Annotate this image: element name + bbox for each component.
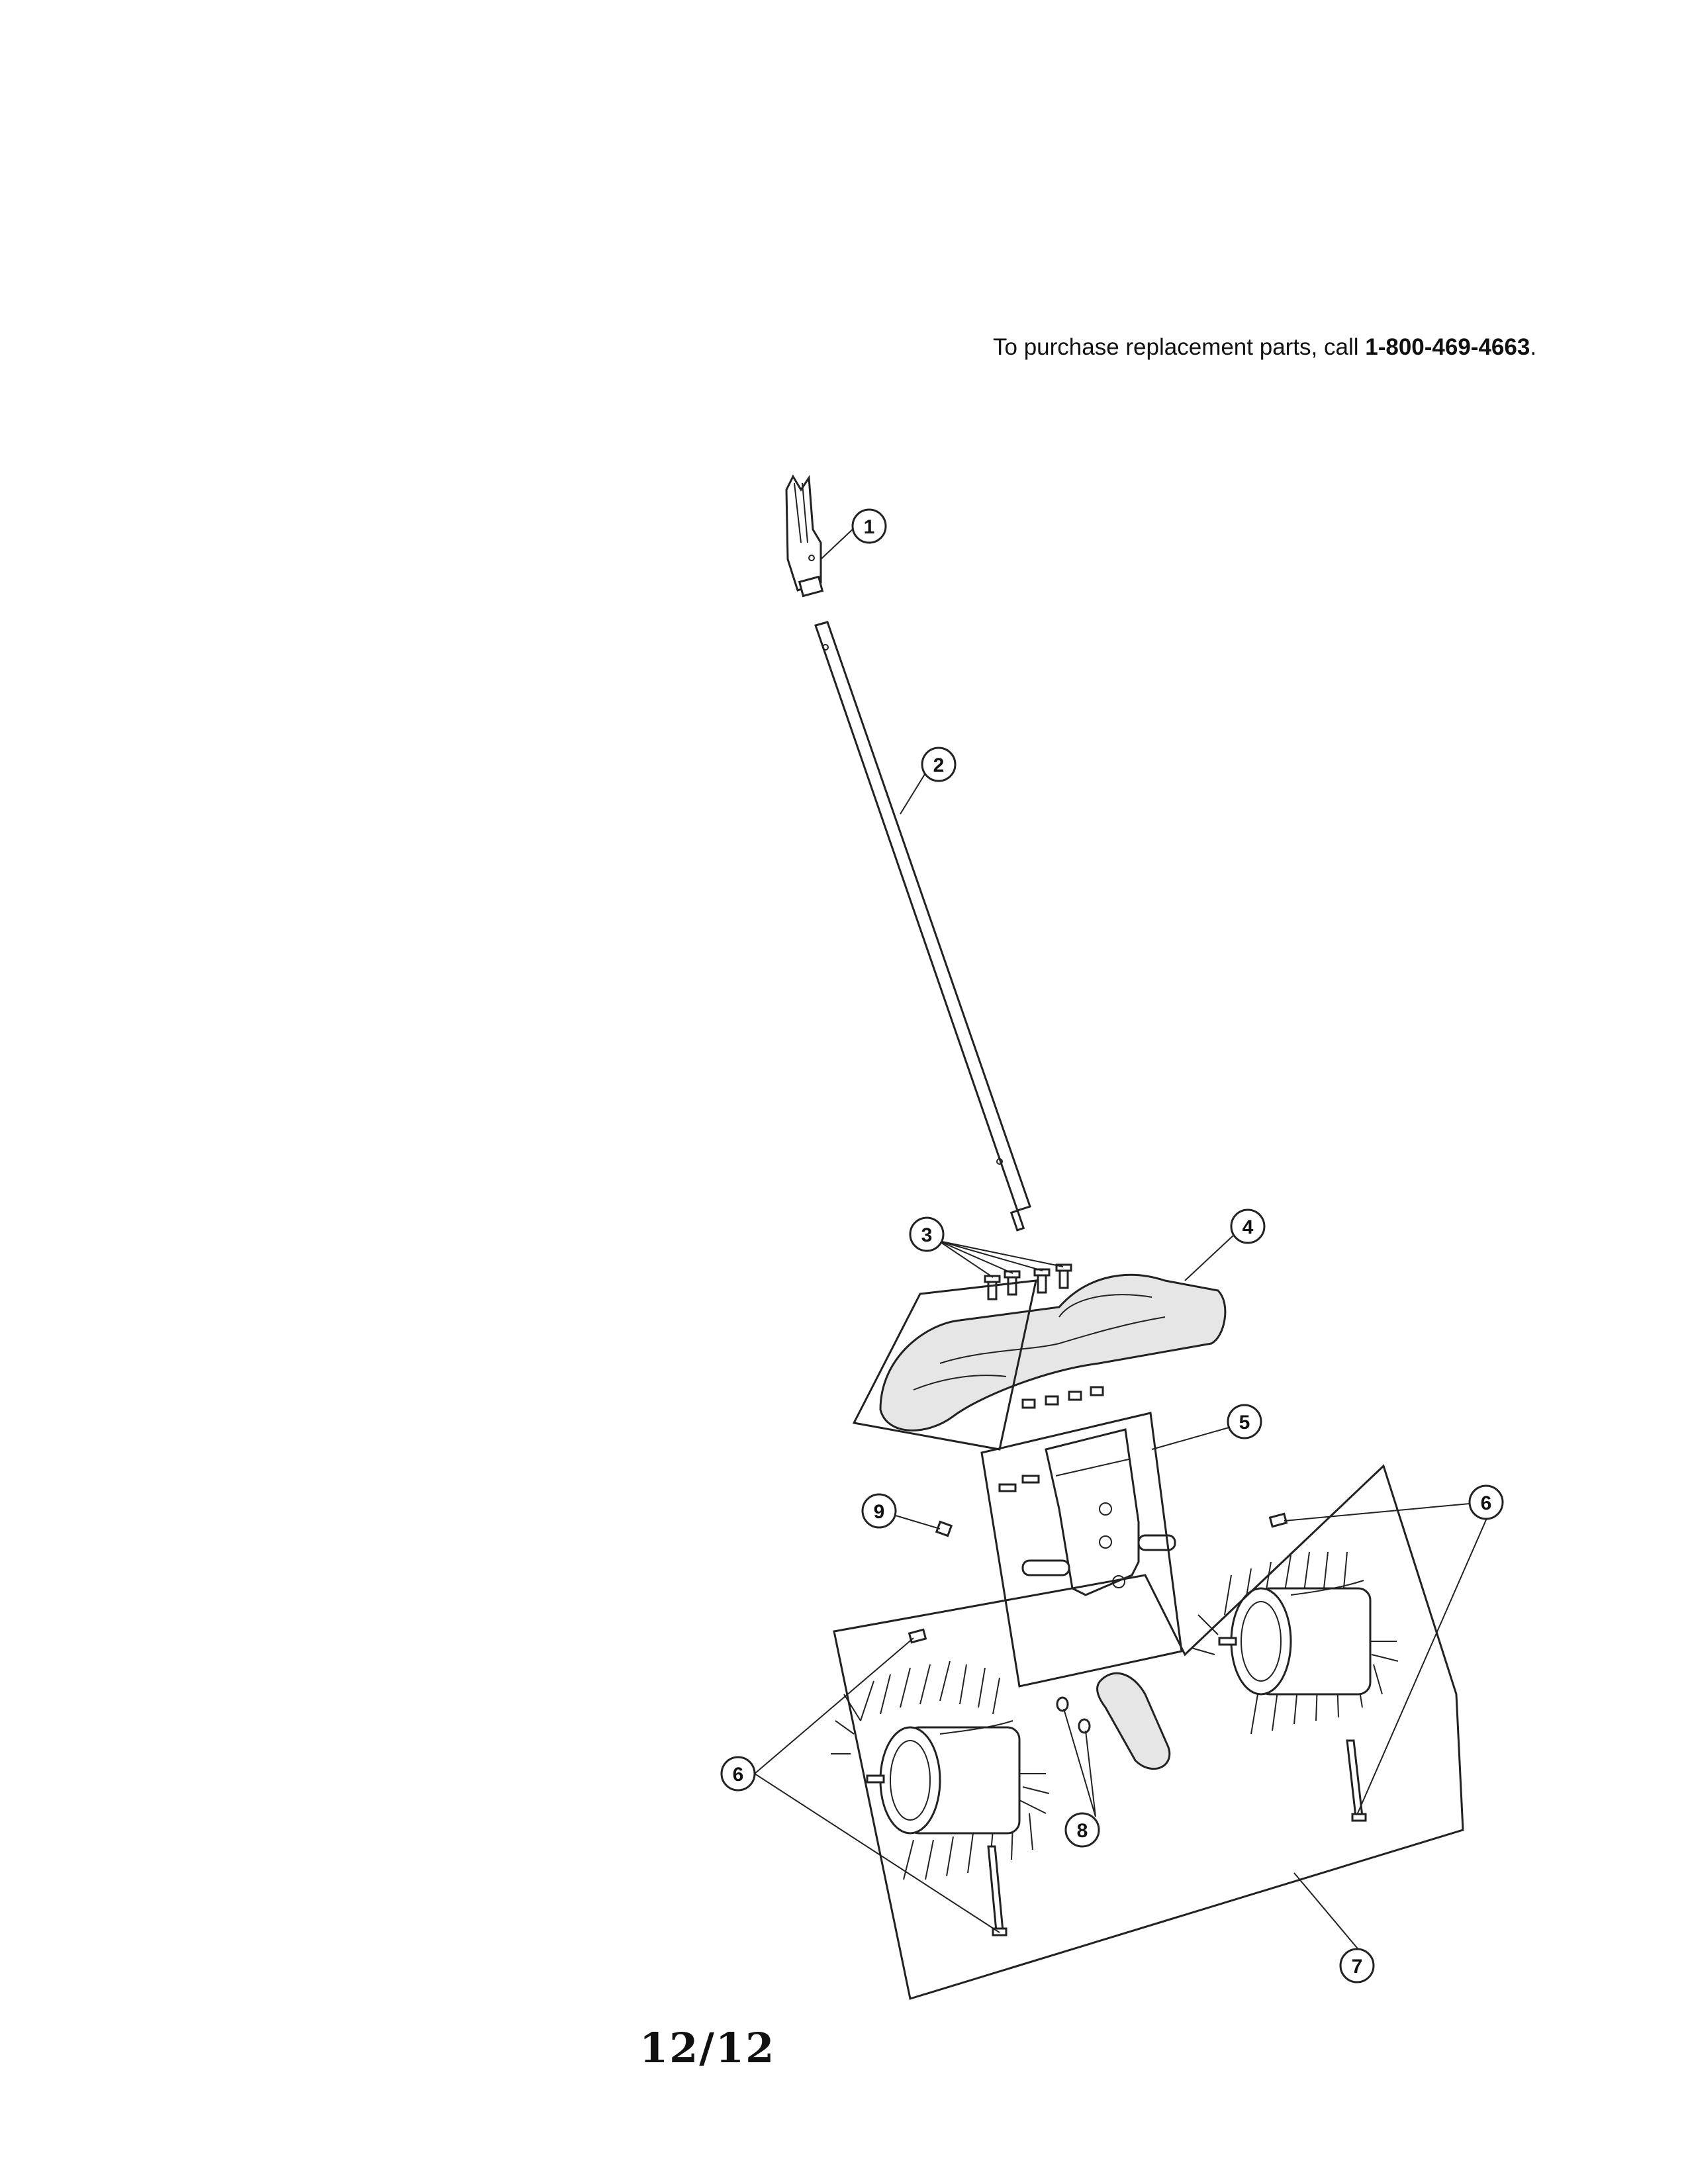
svg-text:2: 2: [933, 754, 945, 776]
callout-9: 9: [861, 1493, 897, 1529]
part-mount-pad: [1096, 1672, 1171, 1770]
note-suffix: .: [1530, 334, 1537, 360]
svg-text:4: 4: [1243, 1216, 1254, 1238]
part-brush-left: [831, 1628, 1050, 1936]
svg-text:6: 6: [1481, 1492, 1492, 1514]
svg-text:7: 7: [1352, 1956, 1363, 1978]
callout-3: 3: [909, 1216, 945, 1252]
svg-text:3: 3: [921, 1224, 933, 1246]
part-housing-cover: [879, 1273, 1227, 1432]
page-number: 12/12: [639, 2024, 776, 2072]
group-outlines: [833, 1279, 1464, 2000]
svg-text:5: 5: [1239, 1412, 1250, 1433]
callout-5: 5: [1227, 1404, 1262, 1439]
part-shaft: [814, 621, 1031, 1232]
callout-8: 8: [1064, 1812, 1100, 1848]
callout-6-right: 6: [1468, 1484, 1504, 1520]
svg-text:1: 1: [864, 516, 875, 538]
svg-text:8: 8: [1077, 1820, 1088, 1842]
leader-lines: [754, 525, 1490, 1956]
part-nut-9: [935, 1520, 953, 1537]
note-prefix: To purchase replacement parts, call: [993, 334, 1366, 360]
outline-brush-assembly-7: [833, 1464, 1464, 2000]
callout-7: 7: [1339, 1948, 1375, 1983]
replacement-parts-note: To purchase replacement parts, call 1-80…: [993, 334, 1536, 361]
callout-1: 1: [851, 508, 887, 544]
outline-gearbox-5: [980, 1412, 1183, 1688]
svg-text:9: 9: [874, 1501, 885, 1523]
part-screws: [984, 1263, 1072, 1300]
svg-text:6: 6: [733, 1764, 744, 1786]
part-handle-grip: [785, 474, 824, 598]
callout-4: 4: [1230, 1208, 1266, 1244]
part-washers-8: [1056, 1696, 1091, 1734]
outline-group-3-4: [852, 1279, 1037, 1451]
phone-number: 1-800-469-4663: [1365, 334, 1530, 360]
callout-2: 2: [921, 747, 957, 782]
callout-6-left: 6: [720, 1756, 756, 1792]
part-gearbox: [998, 1428, 1176, 1596]
part-brush-right: [1191, 1512, 1399, 1822]
